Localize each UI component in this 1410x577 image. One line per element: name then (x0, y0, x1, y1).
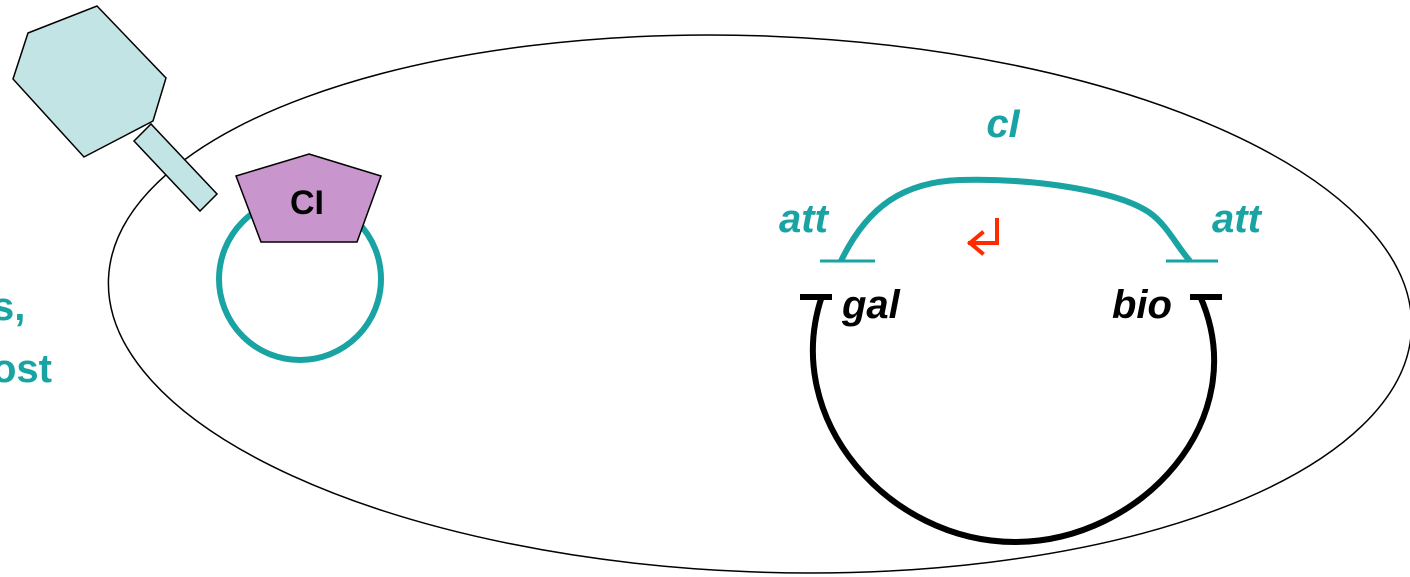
promoter-arrow-icon (966, 218, 999, 256)
gene-gal-label: gal (841, 283, 901, 327)
bacterial-chromosome (809, 294, 1218, 546)
phage-head (12, 5, 167, 158)
att-right-label: att (1212, 197, 1263, 241)
host-cell-outline (107, 34, 1410, 574)
ci-repressor-label: CI (290, 184, 324, 222)
att-left-label: att (779, 197, 830, 241)
cut-off-text-line-2: ost (0, 347, 52, 391)
gene-cI-label: cI (986, 102, 1020, 146)
integrated-prophage (838, 176, 1193, 264)
cut-off-text-line-1: s, (0, 285, 25, 329)
phage-tail (132, 122, 219, 213)
gene-bio-label: bio (1112, 283, 1172, 327)
ci-repressor-pentagon (235, 153, 382, 243)
